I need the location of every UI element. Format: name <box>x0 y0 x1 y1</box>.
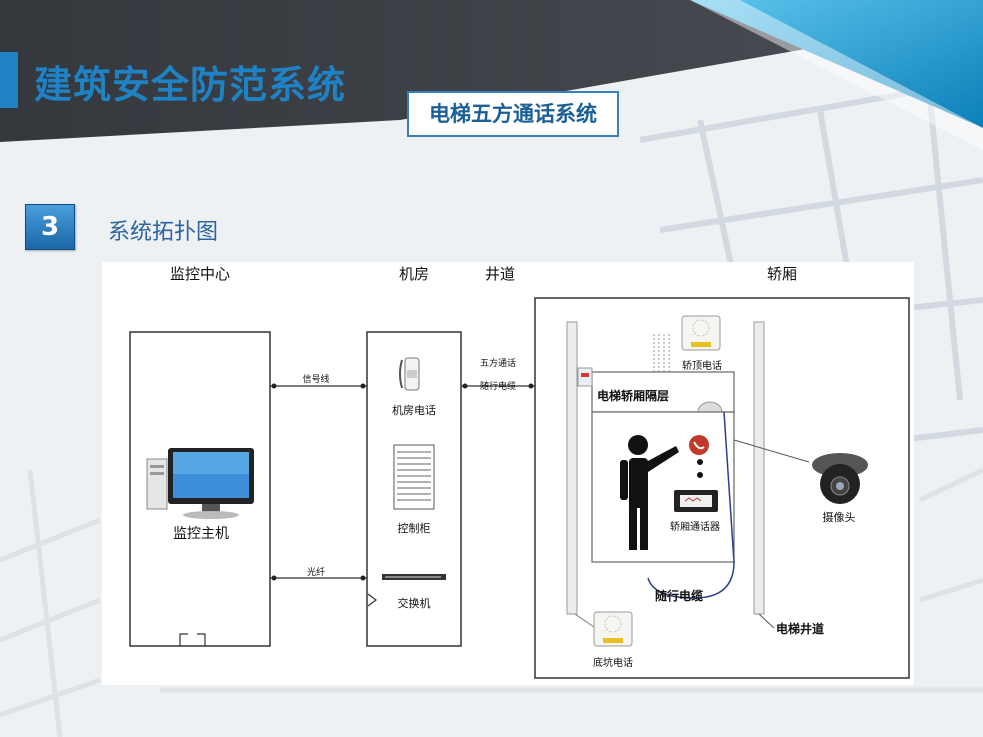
label-signal-line: 信号线 <box>302 373 329 385</box>
car-partition-box <box>591 371 735 413</box>
header-car: 轿厢 <box>767 265 797 283</box>
person-icon <box>620 435 679 550</box>
car-intercom-icon <box>674 490 718 512</box>
shaft-outer-box <box>534 297 910 679</box>
subtitle-box: 电梯五方通话系统 <box>407 91 619 137</box>
label-traveling-cable: 随行电缆 <box>655 588 703 603</box>
car-body-box <box>577 367 735 563</box>
shaft-pointer <box>758 613 775 629</box>
section-title: 系统拓扑图 <box>108 220 219 245</box>
monitor-center-box <box>129 331 271 647</box>
label-traveling-cable-top: 随行电缆 <box>480 380 516 392</box>
label-monitor-host: 监控主机 <box>173 526 229 542</box>
label-machine-room-phone: 机房电话 <box>392 403 436 417</box>
label-camera: 摄像头 <box>823 510 856 524</box>
car-top-phone-icon <box>681 315 721 351</box>
page-title: 建筑安全防范系统 <box>34 63 347 107</box>
shaft-rail-right <box>753 321 765 615</box>
label-car-top-phone: 轿顶电话 <box>682 359 722 372</box>
label-control-cabinet: 控制柜 <box>398 521 431 535</box>
pit-phone-icon <box>574 611 633 647</box>
computer-icon <box>146 448 254 519</box>
label-pit-phone: 底坑电话 <box>593 656 633 669</box>
topology-diagram: 监控中心 机房 井道 轿厢 监控主机 信号线 光纤 机房电话 <box>102 262 914 685</box>
label-car-partition: 电梯轿厢隔层 <box>597 388 669 403</box>
header-shaft: 井道 <box>485 265 515 283</box>
machine-room-box <box>366 331 462 647</box>
label-car-intercom: 轿厢通话器 <box>670 520 720 533</box>
header-monitor-center: 监控中心 <box>170 265 230 283</box>
label-five-way-call: 五方通话 <box>480 357 516 369</box>
label-switch: 交换机 <box>398 596 431 610</box>
topology-svg: 监控中心 机房 井道 轿厢 监控主机 信号线 光纤 机房电话 <box>129 265 910 679</box>
shaft-rail-left <box>566 321 578 615</box>
header-machine-room: 机房 <box>399 265 429 283</box>
phone-icon <box>399 357 420 391</box>
section-number-badge: 3 <box>25 204 75 250</box>
fiber-link <box>270 575 367 581</box>
call-button-icon <box>689 435 709 478</box>
camera-icon <box>733 439 868 504</box>
label-elevator-shaft: 电梯井道 <box>776 621 824 636</box>
switch-icon <box>367 574 446 607</box>
traveling-cable-line <box>647 411 735 599</box>
label-fiber: 光纤 <box>307 566 325 578</box>
control-cabinet-icon <box>393 444 435 510</box>
traveling-cable-link <box>461 383 535 389</box>
signal-line-link <box>270 383 367 389</box>
